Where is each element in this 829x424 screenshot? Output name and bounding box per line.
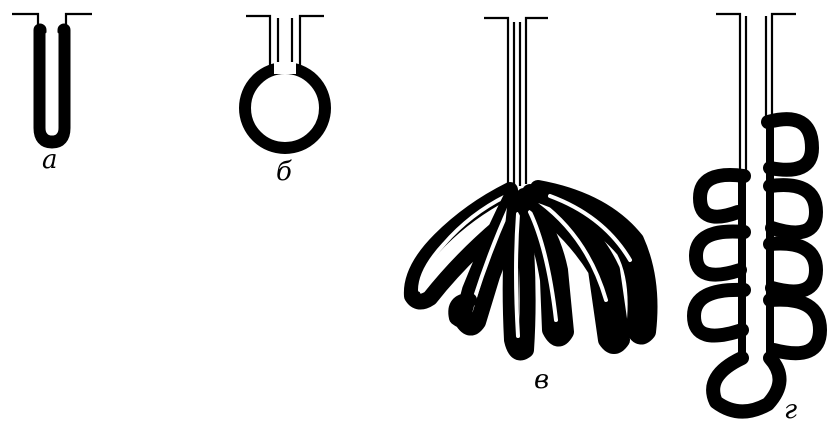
label-g: г (784, 395, 797, 424)
label-v: в (534, 365, 549, 395)
label-b: б (276, 157, 292, 187)
simple-alveolar-gland: б (245, 16, 325, 187)
branched-tubular-gland: в (412, 18, 650, 395)
compound-lobed-gland: г (694, 14, 820, 424)
simple-tubular-gland: а (12, 14, 92, 175)
label-a: а (42, 145, 58, 175)
